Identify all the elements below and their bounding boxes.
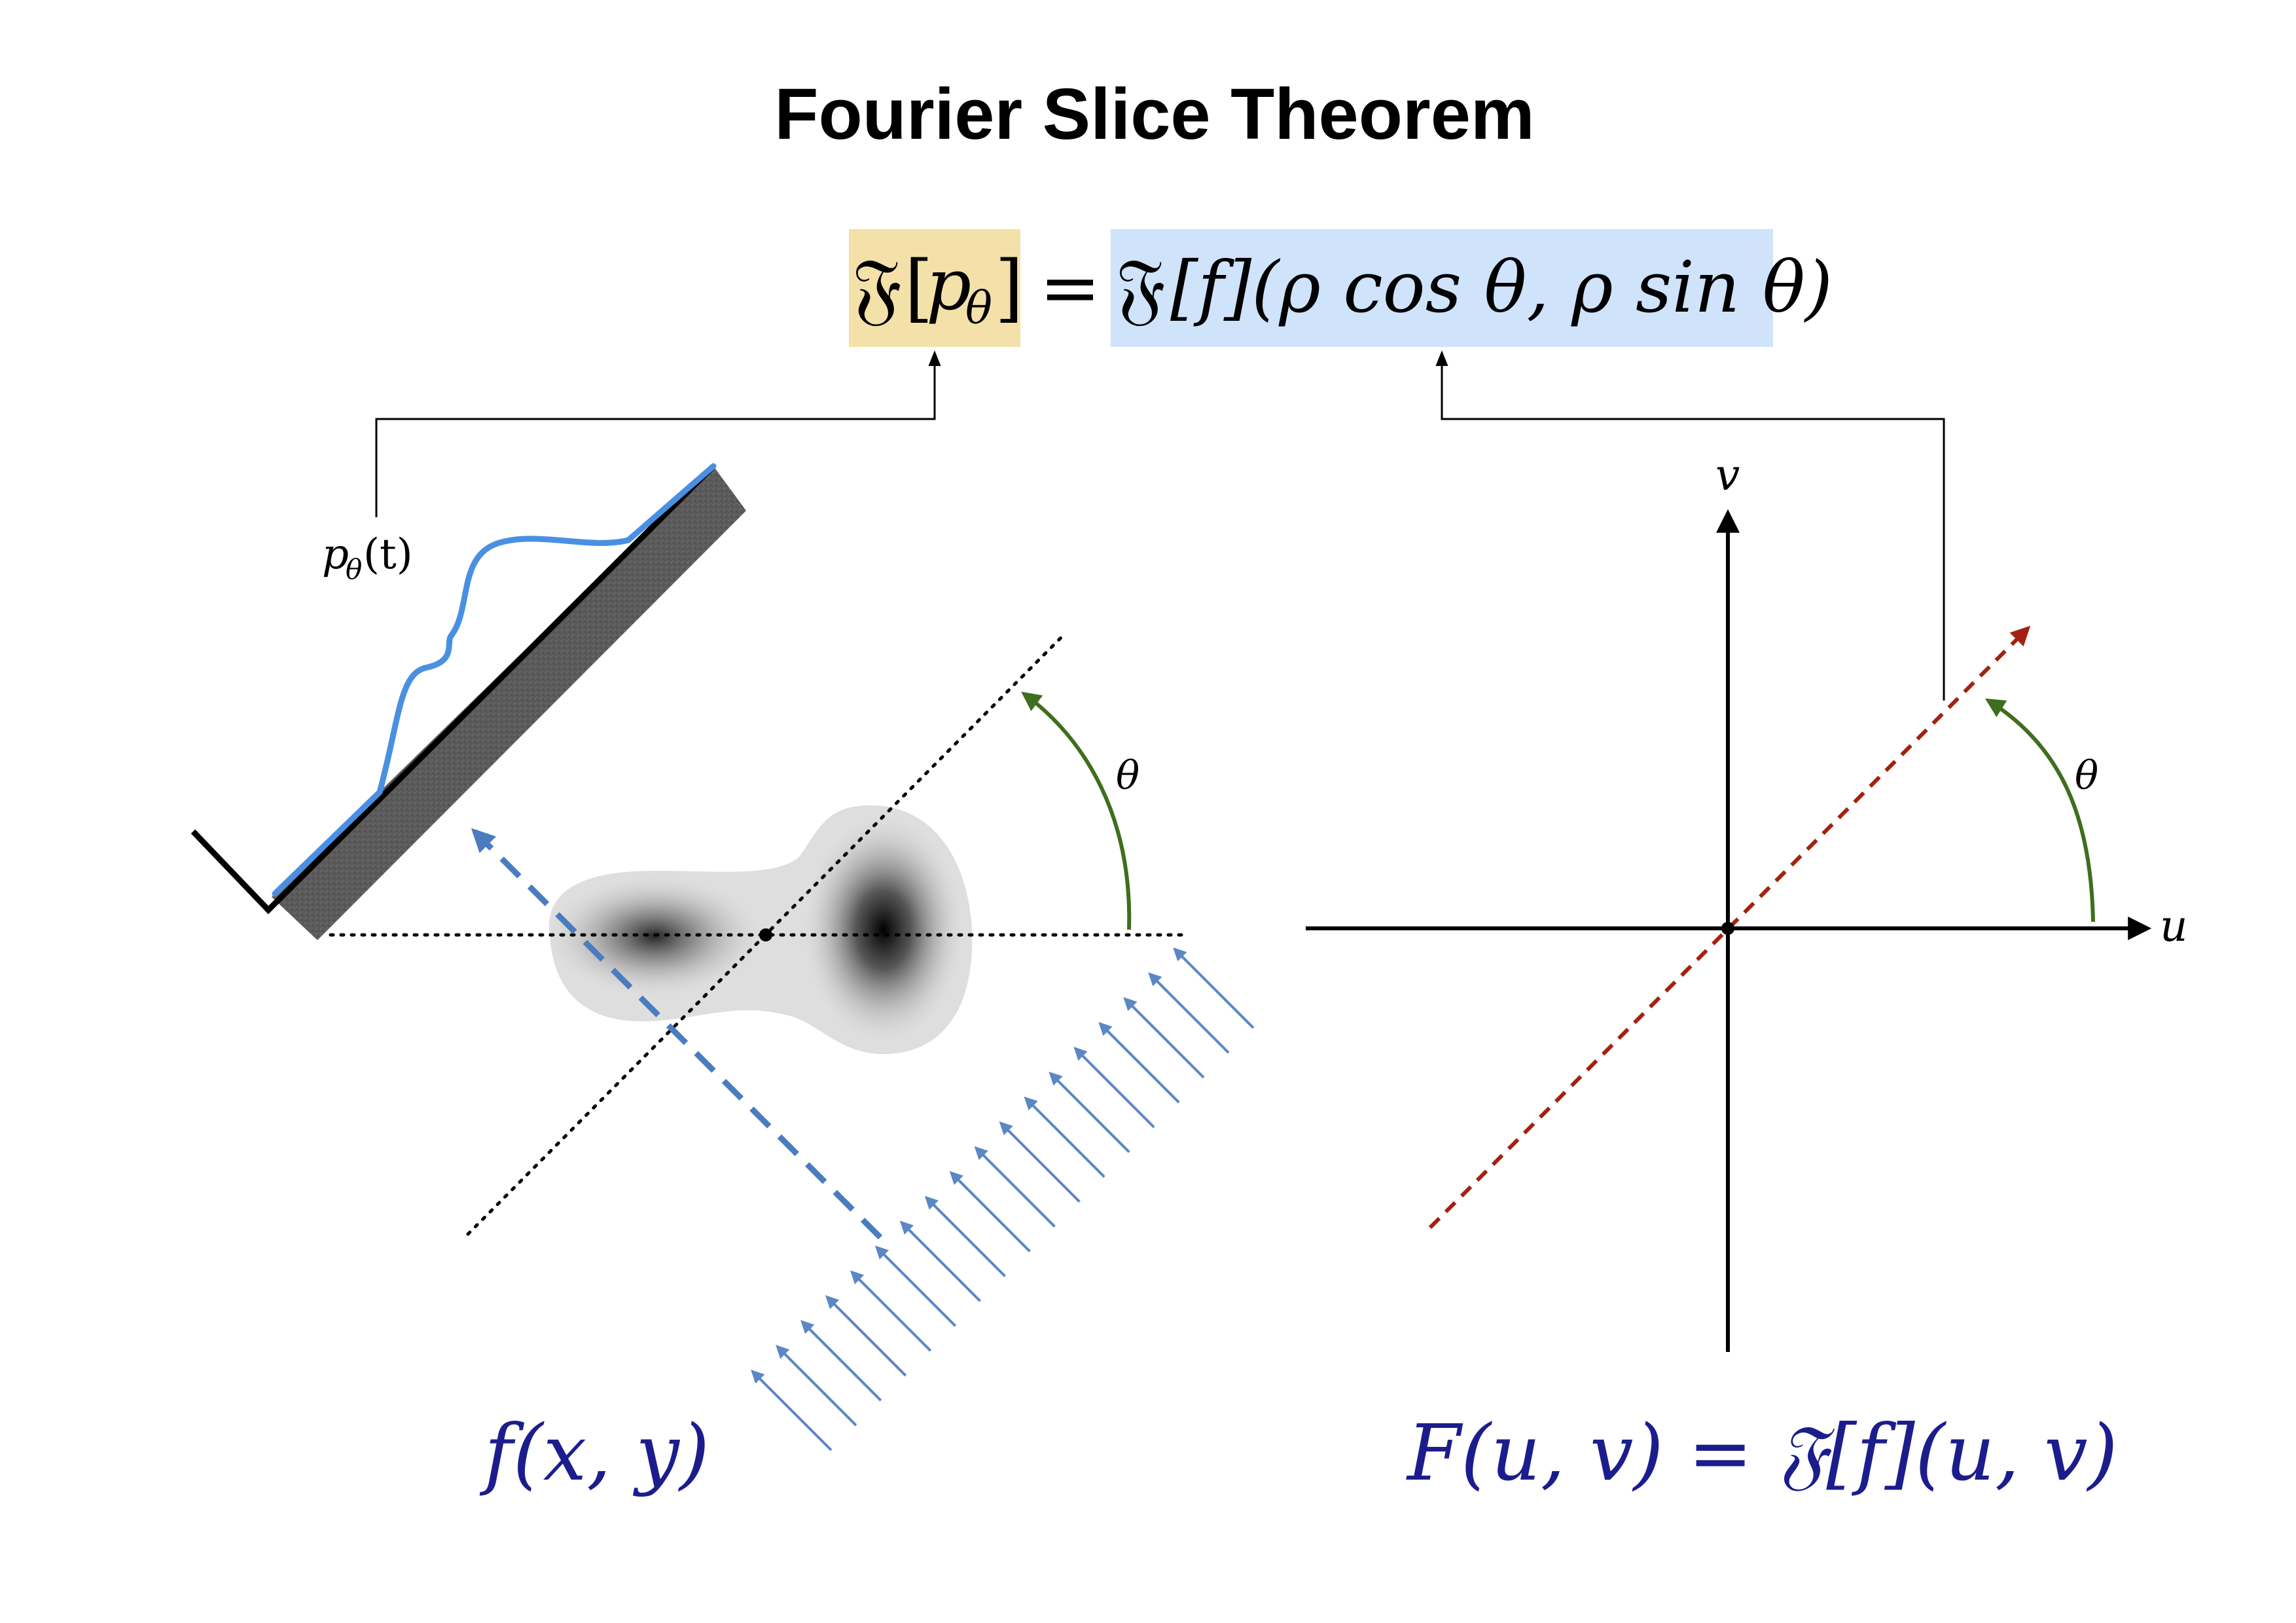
object-function-label: f(x, y): [479, 1408, 709, 1498]
ray-arrow: [874, 1245, 957, 1327]
equation-lhs-open-bracket: [: [905, 246, 933, 331]
projection-label-arg: (t): [363, 530, 413, 579]
blob-right-lobe: [805, 818, 962, 1041]
projection-label: p θ (t): [322, 530, 413, 585]
equation-equals: =: [1039, 246, 1101, 331]
right-angle-label: θ: [2075, 753, 2098, 799]
ray-arrow: [1073, 1046, 1155, 1129]
parallel-rays: [751, 947, 1255, 1451]
ray-arrow: [899, 1220, 982, 1302]
rhs-connector-line: [1435, 350, 1945, 701]
ray-arrow: [1148, 972, 1230, 1054]
ray-arrow: [825, 1295, 907, 1377]
projection-direction-line: [471, 828, 883, 1240]
equation-lhs-highlight: [849, 229, 1020, 347]
right-angle-arc: [1984, 698, 2095, 922]
ray-arrow: [1024, 1096, 1105, 1178]
right-panel: u v θ F(u, v) = 𝔉[f](u, v): [1306, 450, 2188, 1498]
detector-bar: [272, 466, 746, 940]
object-function-blob: [548, 805, 973, 1054]
equation-rhs-highlight: [1111, 229, 1773, 347]
equation-lhs-subscript: θ: [965, 283, 992, 335]
lhs-connector-line: [375, 350, 941, 517]
ray-arrow: [800, 1320, 882, 1402]
left-angle-arc: [1021, 691, 1132, 930]
ray-arrow: [1173, 947, 1255, 1029]
transform-label: F(u, v) = 𝔉[f](u, v): [1406, 1408, 2118, 1498]
ray-arrow: [751, 1370, 833, 1451]
u-axis-label: u: [2160, 901, 2188, 951]
projection-label-p: p: [322, 530, 349, 579]
frequency-origin-dot: [1721, 922, 1734, 935]
left-panel: p θ (t) θ f(x, y): [190, 463, 1255, 1498]
detector-edge: [190, 464, 716, 915]
left-angle-label: θ: [1116, 753, 1139, 799]
projection-label-subscript: θ: [346, 553, 362, 585]
ray-arrow: [949, 1171, 1031, 1252]
projection-curve: [272, 463, 717, 897]
equation-lhs-operator: 𝔉: [852, 242, 902, 333]
equation-rhs-operator: 𝔉: [1116, 242, 1166, 333]
page-title: Fourier Slice Theorem: [774, 74, 1534, 155]
equation-lhs-p: p: [926, 244, 971, 326]
equation-rhs-body: [f](ρ cos θ, ρ sin θ): [1170, 247, 1833, 329]
object-origin-dot: [759, 928, 772, 941]
fourier-slice-equation: 𝔉 [ p θ ] = 𝔉 [f](ρ cos θ, ρ sin θ): [852, 242, 1833, 335]
v-axis-label: v: [1715, 450, 1740, 500]
ray-arrow: [1049, 1071, 1130, 1154]
ray-arrow: [999, 1121, 1081, 1203]
ray-arrow: [974, 1146, 1056, 1228]
ray-arrow: [776, 1345, 857, 1427]
ray-arrow: [1098, 1021, 1180, 1104]
ray-arrow: [850, 1270, 932, 1352]
equation-lhs-close-bracket: ]: [995, 246, 1024, 331]
ray-arrow: [924, 1195, 1007, 1277]
ray-arrow: [1123, 997, 1205, 1079]
